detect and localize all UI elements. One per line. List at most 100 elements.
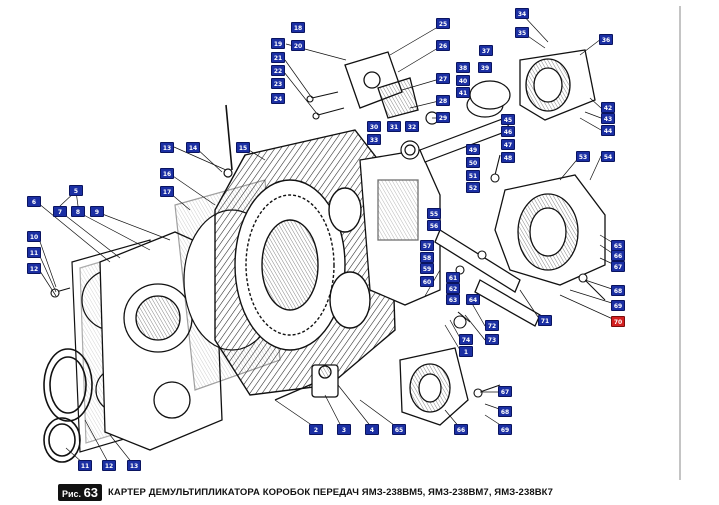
- callout-24: 24: [271, 93, 285, 104]
- callout-47: 47: [501, 139, 515, 150]
- callout-5: 5: [69, 185, 83, 196]
- callout-13: 13: [160, 142, 174, 153]
- callout-17: 17: [160, 186, 174, 197]
- callout-39: 39: [478, 62, 492, 73]
- callout-left-b: 12: [102, 460, 116, 471]
- callout-51: 51: [466, 170, 480, 181]
- callout-bottom-a: 65: [392, 424, 406, 435]
- figure-number: 63: [83, 484, 99, 500]
- shaft-assembly: [400, 80, 511, 163]
- callout-60: 60: [420, 276, 434, 287]
- callout-right-a: 67: [498, 386, 512, 397]
- callout-34: 34: [515, 8, 529, 19]
- callout-2: 2: [309, 424, 323, 435]
- bottom-right-cover: [399, 347, 469, 426]
- main-housing: [214, 129, 396, 396]
- callout-11: 11: [27, 247, 41, 258]
- callout-27: 27: [436, 73, 450, 84]
- callout-9: 9: [90, 206, 104, 217]
- callout-19: 19: [271, 38, 285, 49]
- callout-43: 43: [601, 113, 615, 124]
- callout-36: 36: [599, 34, 613, 45]
- caption-text: КАРТЕР ДЕМУЛЬТИПЛИКАТОРА КОРОБОК ПЕРЕДАЧ…: [108, 486, 553, 498]
- figure-prefix: Рис.: [62, 488, 82, 499]
- callout-40: 40: [456, 75, 470, 86]
- callout-16: 16: [160, 168, 174, 179]
- callout-57: 57: [420, 240, 434, 251]
- callout-61: 61: [446, 272, 460, 283]
- seal-rings: [43, 348, 93, 463]
- callout-49: 49: [466, 144, 480, 155]
- callout-3: 3: [337, 424, 351, 435]
- callout-52: 52: [466, 182, 480, 193]
- callout-22: 22: [271, 65, 285, 76]
- callout-left-c: 13: [127, 460, 141, 471]
- callout-45: 45: [501, 114, 515, 125]
- callout-37: 37: [479, 45, 493, 56]
- callout-25: 25: [436, 18, 450, 29]
- callout-6: 6: [27, 196, 41, 207]
- callout-12: 12: [27, 263, 41, 274]
- callout-8: 8: [71, 206, 85, 217]
- callout-46: 46: [501, 126, 515, 137]
- callout-70-highlighted: 70: [611, 316, 625, 327]
- callout-64: 64: [466, 294, 480, 305]
- callout-48: 48: [501, 152, 515, 163]
- bottom-center-valve: [274, 364, 339, 401]
- callout-right-c: 69: [498, 424, 512, 435]
- callout-bottom-b: 66: [454, 424, 468, 435]
- right-housing: [494, 174, 606, 286]
- callout-54: 54: [601, 151, 615, 162]
- callout-50: 50: [466, 157, 480, 168]
- callout-left-a: 11: [78, 460, 92, 471]
- callout-15: 15: [236, 142, 250, 153]
- callout-33: 33: [367, 134, 381, 145]
- callout-73: 73: [485, 334, 499, 345]
- callout-42: 42: [601, 102, 615, 113]
- callout-35: 35: [515, 27, 529, 38]
- callout-38: 38: [456, 62, 470, 73]
- callout-71: 71: [538, 315, 552, 326]
- top-flange: [344, 51, 419, 119]
- callout-74: 74: [459, 334, 473, 345]
- leader-lines: [37, 13, 616, 465]
- callout-4: 4: [365, 424, 379, 435]
- callout-7: 7: [53, 206, 67, 217]
- callout-63: 63: [446, 294, 460, 305]
- callout-26: 26: [436, 40, 450, 51]
- callout-23: 23: [271, 78, 285, 89]
- shift-lever: [434, 229, 541, 327]
- figure-caption: Рис. 63 КАРТЕР ДЕМУЛЬТИПЛИКАТОРА КОРОБОК…: [58, 483, 658, 501]
- callout-53: 53: [576, 151, 590, 162]
- callout-67: 67: [611, 261, 625, 272]
- figure-badge: Рис. 63: [58, 483, 103, 501]
- callout-1: 1: [459, 346, 473, 357]
- callout-14: 14: [186, 142, 200, 153]
- callout-41: 41: [456, 87, 470, 98]
- callout-20: 20: [291, 40, 305, 51]
- callout-31: 31: [387, 121, 401, 132]
- callout-55: 55: [427, 208, 441, 219]
- callout-44: 44: [601, 125, 615, 136]
- top-right-cover: [519, 49, 596, 121]
- callout-72: 72: [485, 320, 499, 331]
- callout-69: 69: [611, 300, 625, 311]
- callout-62: 62: [446, 283, 460, 294]
- callout-28: 28: [436, 95, 450, 106]
- callout-66: 66: [611, 250, 625, 261]
- dipstick-rod: [225, 104, 233, 171]
- callout-30: 30: [367, 121, 381, 132]
- callout-21: 21: [271, 52, 285, 63]
- callout-right-b: 68: [498, 406, 512, 417]
- callout-68: 68: [611, 285, 625, 296]
- callout-59: 59: [420, 263, 434, 274]
- callout-18: 18: [291, 22, 305, 33]
- callout-56: 56: [427, 220, 441, 231]
- callout-58: 58: [420, 252, 434, 263]
- callout-29: 29: [436, 112, 450, 123]
- front-cover: [99, 231, 223, 451]
- callout-32: 32: [405, 121, 419, 132]
- callout-10: 10: [27, 231, 41, 242]
